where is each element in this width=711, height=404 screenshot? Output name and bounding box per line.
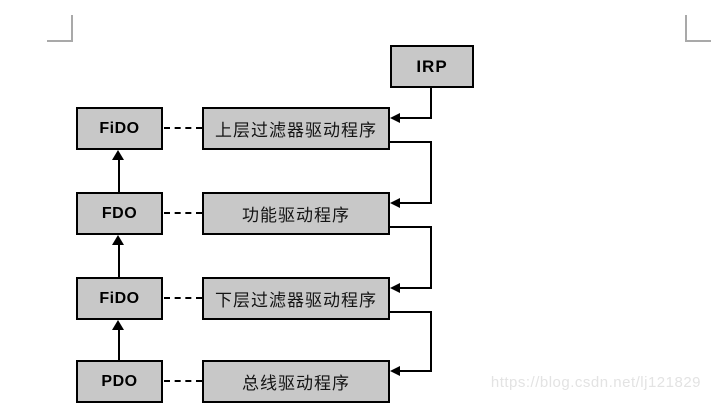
irp-label: IRP [416,56,448,76]
dashed-link-row2 [164,212,202,214]
driver-label: 总线驱动程序 [242,374,350,393]
driver-box-lower-filter: 下层过滤器驱动程序 [202,277,390,320]
connector-line-row1-exit [390,141,432,143]
device-object-label: FiDO [99,119,140,137]
driver-box-bus: 总线驱动程序 [202,360,390,403]
driver-box-function: 功能驱动程序 [202,192,390,235]
dashed-link-row4 [164,380,202,382]
arrowhead-left-icon [390,283,400,293]
connector-line-row2-exit [390,226,432,228]
device-object-label: FDO [101,204,138,222]
irp-connector-line [399,117,432,119]
driver-label: 下层过滤器驱动程序 [215,291,377,310]
up-arrow-line-pdo-stack-1 [118,159,120,192]
margin-crop-mark-top-right-icon [685,15,711,42]
irp-box: IRP [390,45,474,88]
up-arrow-line-pdo-stack-3 [118,329,120,360]
connector-line-row3-exit [390,311,432,313]
device-object-box-lower-filter: FiDO [76,277,163,320]
arrowhead-left-icon [390,198,400,208]
device-object-label: FiDO [99,289,140,307]
connector-line-row2-drop [430,226,432,289]
arrowhead-up-icon [112,320,124,330]
driver-box-upper-filter: 上层过滤器驱动程序 [202,107,390,150]
margin-crop-mark-top-left-icon [47,15,73,42]
watermark: https://blog.csdn.net/lj121829 [490,374,701,391]
device-object-box-function: FDO [76,192,163,235]
arrowhead-left-icon [390,366,400,376]
device-object-box-upper-filter: FiDO [76,107,163,150]
up-arrow-line-pdo-stack-2 [118,244,120,277]
arrowhead-up-icon [112,150,124,160]
connector-line-row3-drop [430,311,432,372]
driver-label: 功能驱动程序 [242,206,350,225]
arrowhead-up-icon [112,235,124,245]
connector-line-row3-entry [399,287,432,289]
device-object-box-bus: PDO [76,360,163,403]
dashed-link-row3 [164,297,202,299]
driver-label: 上层过滤器驱动程序 [215,121,377,140]
connector-line-row2-entry [399,202,432,204]
irp-connector-line [430,88,432,119]
connector-line-row1-drop [430,141,432,204]
dashed-link-row1 [164,127,202,129]
device-object-label: PDO [101,372,138,390]
arrowhead-left-icon [390,113,400,123]
connector-line-row4-entry [399,370,432,372]
